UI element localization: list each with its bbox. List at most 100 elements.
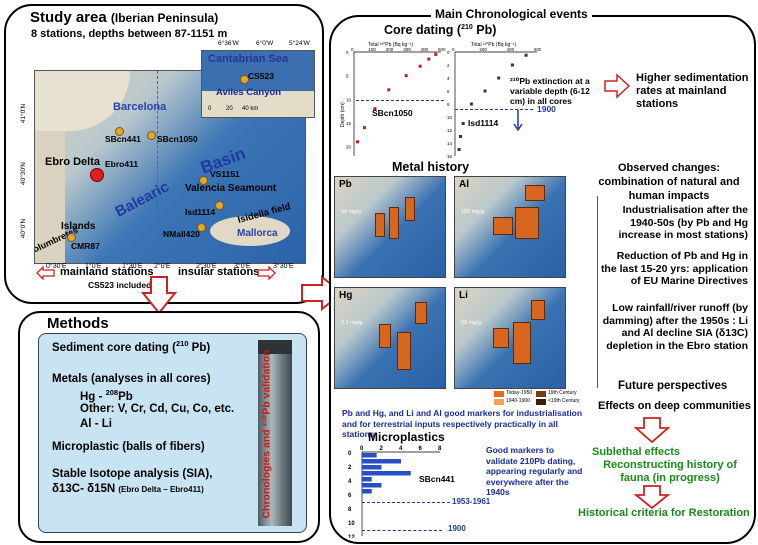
method-microplastic: Microplastic (balls of fibers) [52,441,205,453]
right-connector-line [597,196,598,388]
islands-label: Islands [61,221,96,232]
plot1-point [355,140,359,144]
inset-tick-3: 5°24'W [289,40,310,47]
plot1-ytick: 5 [346,74,349,79]
plot1-depth-label: Depth (cm) [340,102,346,127]
study-area-subtitle: 8 stations, depths between 87-1151 m [31,28,228,40]
micro-xtick: 4 [399,446,403,452]
method-other: Other: V, Cr, Cd, Cu, Co, etc. [80,403,235,415]
plot2-point [469,102,473,106]
metal-unit-hg: 0.1 mg/g [341,320,363,326]
plot2-point [497,76,501,80]
metal-label-pb: Pb [339,179,352,190]
lon-tick-3: 1°30'E [122,263,143,270]
plot2-ytick: 16 [447,154,453,158]
method-metals: Metals (analyses in all cores) [52,373,211,385]
micro-bar [362,489,372,494]
balearic-label: Balearic [112,178,172,221]
insular-label: insular stations [178,266,260,278]
micro-ytick: 6 [348,493,352,499]
micro-bar [362,459,401,464]
legend-swatch-3 [494,399,504,405]
higher-sedimentation-text: Higher sedimentation rates at mainland s… [636,72,749,110]
station-sbcn1050-dot [147,131,156,140]
metal-label-li: Li [459,290,468,301]
metal-label-hg: Hg [339,290,353,301]
cs523-included: CS523 included [88,280,152,290]
aviles-canyon-label: Aviles Canyon [216,87,282,98]
plot1-point [434,52,438,56]
hg-bar-3 [415,302,427,324]
lon-tick-6: 3°0'E [234,263,251,270]
plot2-point [510,63,514,67]
microplastics-title: Microplastics [368,430,445,444]
plot2-point [461,122,465,125]
plot1-xtick: 400 [421,47,429,52]
method-hg: Hg - 208Pb [80,388,133,403]
metal-unit-al: 100 mg/g [461,209,484,215]
metal-map-hg: Hg 0.1 mg/g [334,287,446,389]
station-cs523-dot [240,75,249,84]
station-cmr87-dot [67,233,76,242]
lat-tick-3: 40°0'N [20,218,28,239]
al-bar-1 [493,217,513,235]
method-delta: δ13C- δ15N (Ebro Delta – Ebro411) [52,483,204,495]
station-cmr87: CMR87 [71,241,100,251]
down-arrow-study-methods [141,276,177,315]
micro-ytick: 4 [348,479,352,485]
li-bar-3 [531,300,545,320]
methods-vertical-label: Chronologies and ²¹⁰Pb validation [260,349,273,519]
plot2-axis-title: Total ²¹⁰Pb (Bq kg⁻¹) [471,42,517,48]
micro-station: SBcn441 [419,474,455,484]
events-panel [329,15,756,544]
micro-good-markers: Good markers to validate 210Pb dating, a… [486,445,583,497]
plot1-xtick: 200 [386,47,394,52]
plot1-point [373,107,377,111]
plot2-ytick: 4 [447,76,450,81]
mallorca-land [210,216,290,246]
lowrain-text: Low rainfall/river runoff (by damming) a… [602,302,748,352]
station-cs523: CS523 [248,71,274,81]
micro-1953-label: 1953-1961 [452,497,491,506]
station-nmall420-dot [197,223,206,232]
metal-unit-li: 50 mg/g [461,320,481,326]
lat-tick-1: 41°0'N [20,103,28,124]
metal-map-pb: Pb 50 mg/g [334,176,446,278]
plot1-point [387,88,391,92]
ebro-delta-label: Ebro Delta [45,156,101,168]
plot2-ytick: 12 [447,128,453,133]
lon-tick-7: 3°30'E [273,263,294,270]
lon-tick-1: 0°30'E [46,263,67,270]
li-bar-2 [513,322,531,364]
station-sbcn441: SBcn441 [105,134,141,144]
mallorca-label: Mallorca [237,228,278,239]
plot2-xtick: 600 [534,47,541,52]
plot2-xtick: 200 [479,47,487,52]
micro-bar [362,453,377,458]
pb-bar-3 [405,197,415,221]
plot2-ytick: 0 [447,50,450,55]
insular-arrow [257,266,276,280]
plot2-xtick: 400 [507,47,515,52]
plot2-point [524,53,528,57]
pb-bar-1 [375,213,385,237]
al-bar-2 [515,207,539,239]
station-sbcn1050: SBcn1050 [157,134,198,144]
metal-label-al: Al [459,179,469,190]
micro-ytick: 10 [348,521,355,527]
extinction-text: ²¹⁰Pb extinction at a variable depth (6-… [510,76,590,106]
cantabrian-sea-label: Cantabrian Sea [208,53,289,65]
metal-map-li: Li 50 mg/g [454,287,566,389]
legend-label-4: <19th Century [548,398,580,404]
pb-bar-2 [389,207,399,239]
micro-xtick: 0 [360,446,364,452]
plot1-ytick: 15 [346,121,352,126]
station-sbcn441-dot [115,127,124,136]
micro-xtick: 8 [438,446,442,452]
micro-ytick: 8 [348,507,352,513]
micro-bar [362,483,382,488]
inset-map: Cantabrian Sea CS523 Aviles Canyon 0 20 … [201,50,315,118]
station-isd1114: Isd1114 [185,207,216,217]
